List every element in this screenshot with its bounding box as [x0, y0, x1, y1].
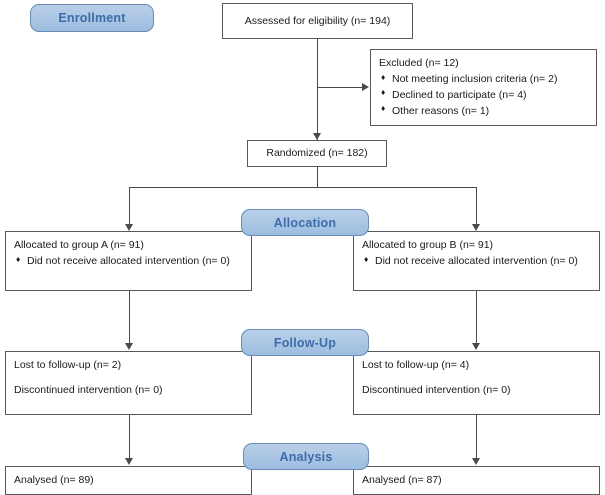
followup-discontinued-a: Discontinued intervention (n= 0)	[14, 384, 163, 397]
arrow-to-excluded	[362, 83, 369, 91]
allocation-note-item-a: Did not receive allocated intervention (…	[14, 254, 243, 268]
arrow-to-allocation-right	[472, 224, 480, 231]
analysed-b: Analysed (n= 87)	[362, 474, 442, 486]
allocation-note-list-b: Did not receive allocated intervention (…	[362, 254, 591, 268]
followup-lost-a: Lost to follow-up (n= 2)	[14, 359, 122, 371]
box-assessed-for-eligibility: Assessed for eligibility (n= 194)	[222, 3, 413, 39]
excluded-reason-item: Declined to participate (n= 4)	[379, 87, 588, 102]
allocation-note-item-b: Did not receive allocated intervention (…	[362, 254, 591, 268]
stage-pill-allocation: Allocation	[241, 209, 369, 236]
box-randomized: Randomized (n= 182)	[247, 140, 387, 167]
stage-pill-enrollment: Enrollment	[30, 4, 154, 32]
allocation-title-a: Allocated to group A (n= 91)	[14, 239, 144, 251]
connector-followup-to-analysis-right	[476, 415, 478, 463]
followup-spacer-b	[362, 372, 591, 383]
stage-pill-followup: Follow-Up	[241, 329, 369, 356]
arrow-to-randomized	[313, 133, 321, 140]
allocation-note-list-a: Did not receive allocated intervention (…	[14, 254, 243, 268]
connector-split-right	[476, 187, 478, 229]
excluded-reason-item: Other reasons (n= 1)	[379, 103, 588, 118]
excluded-reason-list: Not meeting inclusion criteria (n= 2) De…	[379, 72, 588, 118]
stage-label-allocation: Allocation	[273, 215, 337, 230]
connector-split-left	[129, 187, 131, 229]
assessed-text: Assessed for eligibility (n= 194)	[244, 14, 391, 27]
arrow-to-analysis-right	[472, 458, 480, 465]
connector-allocation-to-followup-right	[476, 291, 478, 348]
followup-lost-b: Lost to follow-up (n= 4)	[362, 359, 470, 371]
excluded-reason-item: Not meeting inclusion criteria (n= 2)	[379, 72, 588, 86]
connector-allocation-to-followup-left	[129, 291, 131, 348]
stage-label-followup: Follow-Up	[273, 335, 337, 350]
arrow-to-allocation-left	[125, 224, 133, 231]
arrow-to-followup-left	[125, 343, 133, 350]
analysed-a: Analysed (n= 89)	[14, 474, 94, 486]
box-analysis-group-b: Analysed (n= 87)	[353, 466, 600, 495]
followup-spacer-a	[14, 372, 243, 383]
box-analysis-group-a: Analysed (n= 89)	[5, 466, 252, 495]
connector-split-bar	[129, 187, 477, 189]
connector-to-excluded	[317, 87, 363, 89]
followup-discontinued-b: Discontinued intervention (n= 0)	[362, 384, 511, 397]
allocation-title-b: Allocated to group B (n= 91)	[362, 239, 494, 251]
arrow-to-analysis-left	[125, 458, 133, 465]
box-followup-group-a: Lost to follow-up (n= 2) Discontinued in…	[5, 351, 252, 415]
box-allocation-group-a: Allocated to group A (n= 91) Did not rec…	[5, 231, 252, 291]
stage-pill-analysis: Analysis	[243, 443, 369, 470]
stage-label-analysis: Analysis	[279, 449, 333, 464]
arrow-to-followup-right	[472, 343, 480, 350]
connector-randomized-down	[317, 167, 319, 188]
connector-assessed-to-randomized	[317, 39, 319, 140]
box-followup-group-b: Lost to follow-up (n= 4) Discontinued in…	[353, 351, 600, 415]
stage-label-enrollment: Enrollment	[58, 11, 126, 25]
randomized-text: Randomized (n= 182)	[266, 147, 368, 160]
connector-followup-to-analysis-left	[129, 415, 131, 463]
box-excluded: Excluded (n= 12) Not meeting inclusion c…	[370, 49, 597, 126]
box-allocation-group-b: Allocated to group B (n= 91) Did not rec…	[353, 231, 600, 291]
excluded-title: Excluded (n= 12)	[379, 57, 459, 69]
